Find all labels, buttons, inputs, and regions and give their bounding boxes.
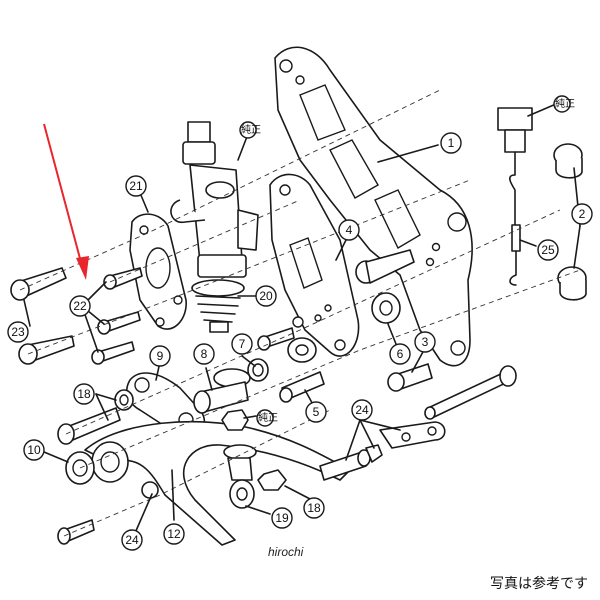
callout-9: 9 [149, 345, 171, 367]
callout-24-right: 24 [351, 399, 373, 421]
bolts-23 [10, 267, 75, 365]
svg-text:18: 18 [77, 387, 91, 401]
svg-text:18: 18 [307, 501, 321, 515]
svg-text:2: 2 [579, 207, 586, 221]
callout-24-left: 24 [121, 529, 143, 551]
guide-lines [19, 89, 581, 537]
svg-text:9: 9 [157, 349, 164, 363]
genuine-labels: 純正 純正 純正 [239, 95, 575, 427]
svg-text:19: 19 [275, 511, 289, 525]
callout-4: 4 [338, 219, 360, 241]
pivot-bolt [355, 249, 433, 392]
callout-12: 12 [163, 523, 185, 545]
svg-text:純正: 純正 [241, 123, 261, 136]
svg-text:12: 12 [167, 527, 181, 541]
master-cylinder [170, 121, 259, 278]
svg-text:8: 8 [201, 347, 208, 361]
callout-20: 20 [255, 285, 277, 307]
callout-19: 19 [271, 507, 293, 529]
reference-note: 写真は参考です [490, 575, 588, 592]
bolts-22 [91, 267, 143, 365]
svg-text:純正: 純正 [555, 97, 575, 110]
svg-text:6: 6 [397, 347, 404, 361]
boot-spring-20 [191, 279, 245, 333]
rod-end-19 [223, 444, 257, 509]
main-bracket [274, 46, 473, 367]
shaft-24-right [319, 365, 517, 481]
svg-text:21: 21 [129, 179, 143, 193]
callout-2: 2 [571, 203, 593, 225]
svg-text:22: 22 [73, 299, 87, 313]
callout-18-bottom: 18 [303, 497, 325, 519]
svg-text:4: 4 [346, 223, 353, 237]
svg-text:20: 20 [259, 289, 273, 303]
nut-18 [257, 469, 287, 491]
svg-text:3: 3 [422, 335, 429, 349]
callout-18-left: 18 [73, 383, 95, 405]
callout-leaders [23, 103, 581, 541]
plate-21 [129, 213, 187, 330]
spring-25 [497, 107, 533, 286]
collar-8 [193, 368, 251, 414]
svg-text:23: 23 [11, 325, 25, 339]
callout-22: 22 [69, 295, 91, 317]
svg-text:10: 10 [27, 443, 41, 457]
svg-text:5: 5 [313, 405, 320, 419]
svg-text:7: 7 [239, 337, 246, 351]
red-arrow-icon [43, 123, 89, 280]
callout-5: 5 [305, 401, 327, 423]
callout-8: 8 [193, 343, 215, 365]
svg-text:24: 24 [125, 533, 139, 547]
callout-21: 21 [125, 175, 147, 197]
callout-3: 3 [414, 331, 436, 353]
nut-genuine [221, 409, 249, 431]
callout-7: 7 [231, 333, 253, 355]
callout-25: 25 [537, 239, 559, 261]
collar-5 [257, 327, 325, 403]
svg-text:1: 1 [448, 136, 455, 150]
watermark: hirochi [268, 545, 304, 559]
collars-2 [553, 143, 587, 301]
svg-text:純正: 純正 [258, 411, 278, 424]
plate-4 [269, 173, 360, 357]
callout-10: 10 [23, 439, 45, 461]
callout-23: 23 [7, 321, 29, 343]
callout-1: 1 [440, 132, 462, 154]
callout-6: 6 [389, 343, 411, 365]
svg-text:25: 25 [541, 243, 555, 257]
pedal-arm-12 [84, 420, 351, 546]
svg-text:24: 24 [355, 403, 369, 417]
